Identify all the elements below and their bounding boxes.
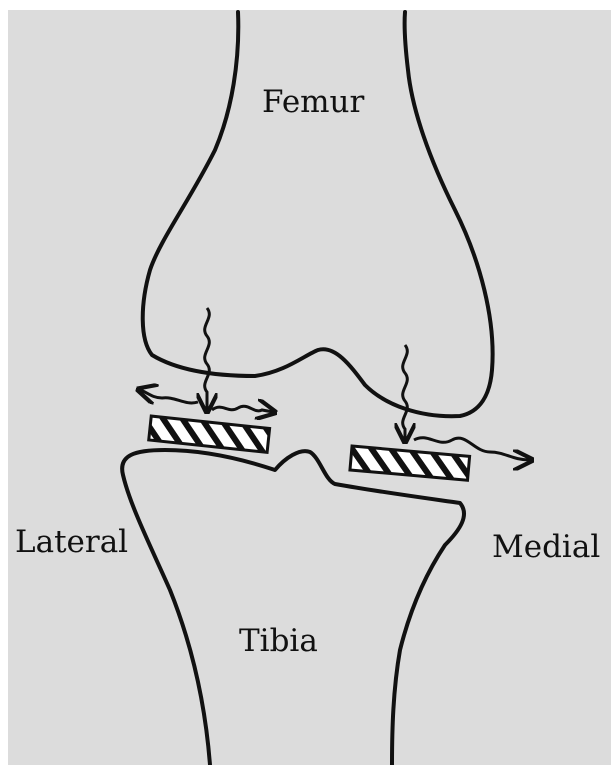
lateral-label: Lateral	[15, 527, 128, 558]
tibia-label: Tibia	[239, 626, 318, 657]
medial-label: Medial	[492, 532, 600, 563]
femur-label: Femur	[262, 87, 364, 118]
